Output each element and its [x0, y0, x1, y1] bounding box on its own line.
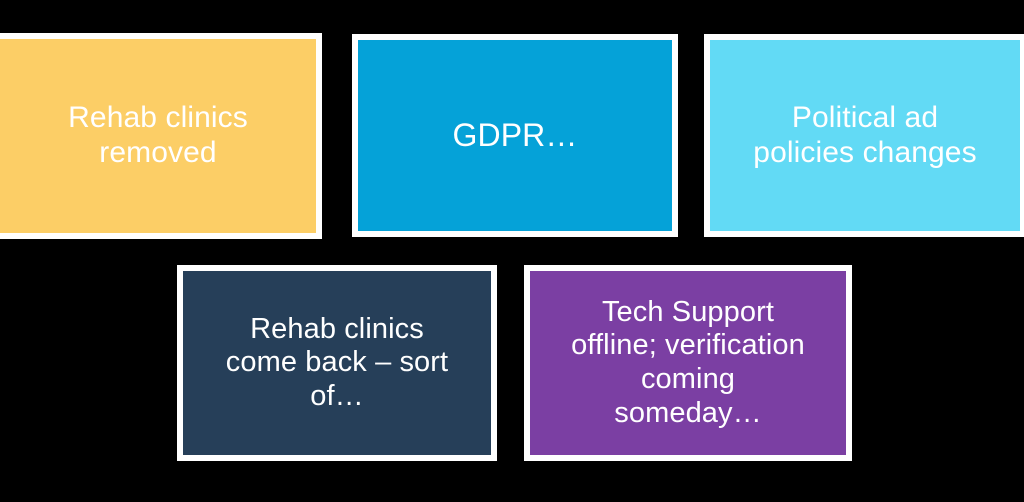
card-label-rehab-clinics-come-back: Rehab clinics come back – sort of…: [225, 312, 449, 412]
card-label-tech-support-offline: Tech Support offline; verification comin…: [571, 295, 805, 429]
card-label-rehab-clinics-removed: Rehab clinics removed: [68, 101, 248, 169]
card-label-gdpr: GDPR…: [452, 116, 578, 153]
card-gdpr[interactable]: GDPR…: [352, 34, 678, 237]
card-label-political-ad-policies-changes: Political ad policies changes: [753, 100, 977, 169]
card-rehab-clinics-come-back[interactable]: Rehab clinics come back – sort of…: [177, 265, 497, 461]
card-rehab-clinics-removed[interactable]: Rehab clinics removed: [0, 33, 322, 239]
card-political-ad-policies-changes[interactable]: Political ad policies changes: [704, 34, 1024, 237]
card-tech-support-offline[interactable]: Tech Support offline; verification comin…: [524, 265, 852, 461]
